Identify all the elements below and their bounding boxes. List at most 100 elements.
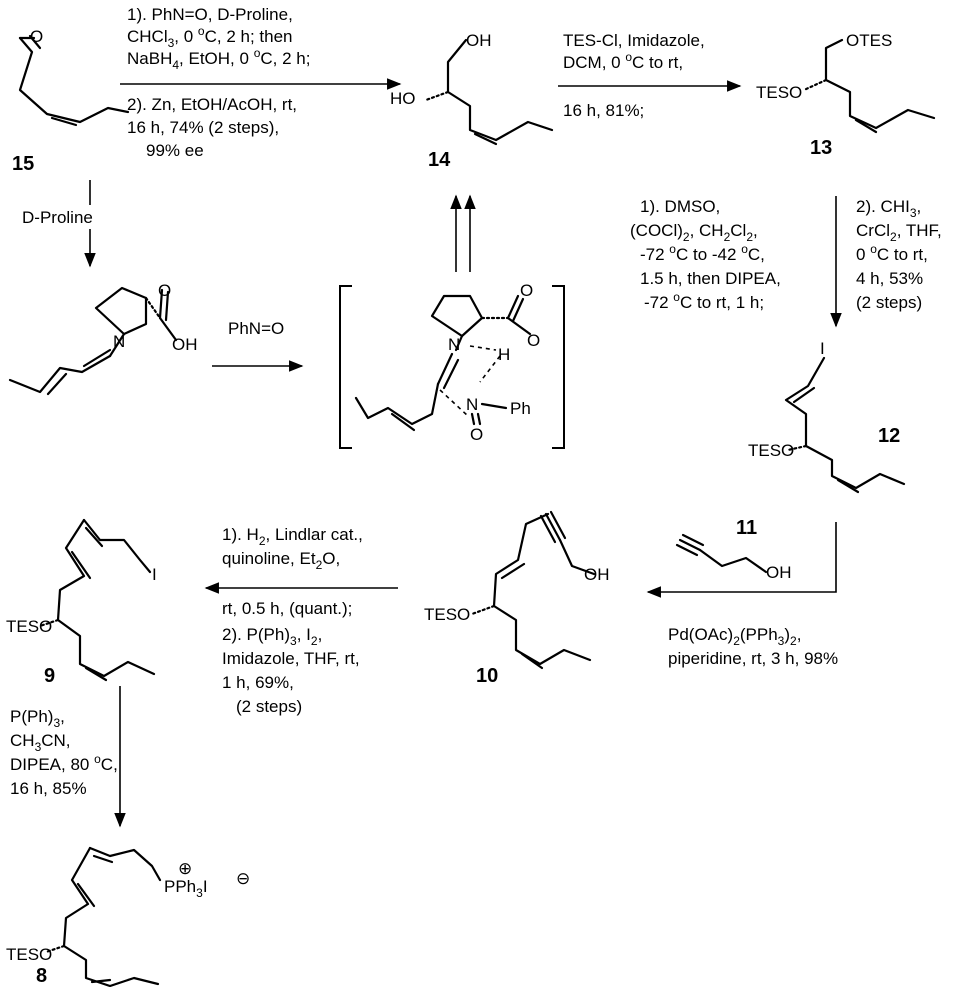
cond-3-l3e: C, (748, 245, 765, 264)
compound-10-structure: OH TESO 10 (424, 510, 610, 687)
cond-2-line-3: 16 h, 81%; (563, 101, 644, 120)
ts-n: N (448, 335, 460, 354)
ts-ph: Ph (510, 399, 531, 418)
cond-3-l2b: 2 (683, 230, 690, 244)
conditions-step-3: 1). DMSO, (COCl)2, CH2Cl2, -72 oC to -42… (630, 197, 781, 312)
cond-6-l4b: 3 (290, 634, 297, 648)
svg-text:NaBH4, EtOH, 0 oC, 2 h;: NaBH4, EtOH, 0 oC, 2 h; (127, 46, 310, 72)
cond-5-l1g: , (797, 625, 802, 644)
cond-6-l2b: 2 (316, 558, 323, 572)
svg-text:quinoline, Et2O,: quinoline, Et2O, (222, 549, 340, 572)
cond-1-l2b: 3 (168, 36, 175, 50)
conditions-step-7: P(Ph)3, CH3CN, DIPEA, 80 oC, 16 h, 85% (10, 707, 118, 798)
compound-12-structure: I TESO 12 (748, 339, 906, 494)
cond-3-l5a: -72 (644, 293, 673, 312)
svg-text:-72 oC to -42 oC,: -72 oC to -42 oC, (640, 242, 765, 264)
cond-6-l1c: , Lindlar cat., (266, 525, 363, 544)
cond-4-l2a: CrCl (856, 221, 890, 240)
aldehyde-oxygen: O (30, 27, 43, 46)
compound-14-structure: OH HO 14 (390, 31, 554, 171)
iodide-label: I (203, 877, 208, 896)
cond-4-l3c: C to rt, (877, 245, 928, 264)
cond-6-line-7: (2 steps) (236, 697, 302, 716)
cond-6-line-5: Imidazole, THF, rt, (222, 649, 360, 668)
cond-7-l1c: , (60, 707, 65, 726)
svg-text:CHCl3, 0 oC, 2 h; then: CHCl3, 0 oC, 2 h; then (127, 24, 293, 50)
cond-7-l1b: 3 (53, 716, 60, 730)
cond-5-l1d: 3 (778, 634, 785, 648)
cond-3-l2f: 2 (746, 230, 753, 244)
cond-7-l1a: P(Ph) (10, 707, 53, 726)
cond-3-l3c: C to -42 (676, 245, 741, 264)
svg-text:(COCl)2, CH2Cl2,: (COCl)2, CH2Cl2, (630, 221, 758, 244)
arrow-12-to-10 (646, 522, 837, 598)
oh-11: OH (766, 563, 792, 582)
cond-5-l1c: (PPh (740, 625, 778, 644)
enamine-n: N (113, 332, 125, 351)
cond-1-l2e: C, 2 h; then (205, 27, 293, 46)
conditions-step-6: 1). H 2 , Lindlar cat., quinoline, Et2O, r… (222, 525, 363, 716)
compound-label-12: 12 (878, 425, 900, 447)
cond-1-l2d: o (198, 24, 205, 38)
cond-4-l3b: o (870, 242, 877, 256)
oh-14: OH (466, 31, 492, 50)
compound-15-structure: O 15 (12, 27, 130, 175)
svg-text:-72 oC to rt, 1 h;: -72 oC to rt, 1 h; (644, 290, 764, 312)
h-bond-1 (469, 345, 497, 351)
iodine-12: I (820, 339, 825, 358)
cond-7-l3a: DIPEA, 80 (10, 755, 94, 774)
cond-6-line-3: rt, 0.5 h, (quant.); (222, 599, 352, 618)
oh-10: OH (584, 565, 610, 584)
ts-o2: O (527, 331, 540, 350)
svg-text:0 oC to rt,: 0 oC to rt, (856, 242, 928, 264)
cond-3-l2e: Cl (730, 221, 746, 240)
cond-3-l2a: (COCl) (630, 221, 683, 240)
conditions-step-2: TES-Cl, Imidazole, DCM, 0 oC to rt, 16 h… (563, 31, 705, 120)
iodide-charge: ⊖ (236, 869, 250, 888)
svg-text:2). CHI3,: 2). CHI3, (856, 197, 921, 220)
cond-1-l3e: C, 2 h; (260, 49, 310, 68)
cond-3-l2g: , (753, 221, 758, 240)
d-proline-label: D-Proline (22, 208, 93, 227)
cond-4-line-5: (2 steps) (856, 293, 922, 312)
cond-1-line-5: 16 h, 74% (2 steps), (127, 118, 279, 137)
cond-6-l2c: O, (322, 549, 340, 568)
cond-4-l1c: , (917, 197, 922, 216)
svg-text:DCM, 0 oC to rt,: DCM, 0 oC to rt, (563, 50, 683, 72)
conditions-step-5: Pd(OAc)2(PPh3)2, piperidine, rt, 3 h, 98… (668, 625, 838, 668)
pph3-subscript: 3 (196, 886, 203, 900)
pph3-label: PPh (164, 877, 196, 896)
cond-3-l2d: 2 (724, 230, 731, 244)
cond-1-l3b: 4 (172, 58, 179, 72)
teso-9: TESO (6, 617, 52, 636)
teso-13: TESO (756, 83, 802, 102)
cond-6-l1a: 1). H (222, 525, 259, 544)
conditions-step-1: 1). PhN=O, D-Proline, CHCl3, 0 oC, 2 h; … (127, 5, 310, 160)
compound-9-structure: I TESO 9 (6, 518, 157, 687)
phno-label: PhN=O (228, 319, 284, 338)
cond-3-line-1: 1). DMSO, (640, 197, 720, 216)
cond-6-l4a: 2). P(Ph) (222, 625, 290, 644)
cond-3-l5c: C to rt, 1 h; (680, 293, 764, 312)
compound-label-14: 14 (428, 149, 451, 171)
cond-2-l2b: o (625, 50, 632, 64)
cond-5-l1b: 2 (733, 634, 740, 648)
cond-3-l3a: -72 (640, 245, 669, 264)
compound-13-structure: OTES TESO 13 (756, 31, 936, 159)
cond-3-l5b: o (673, 290, 680, 304)
cond-2-line-1: TES-Cl, Imidazole, (563, 31, 705, 50)
ts-o1: O (520, 281, 533, 300)
cond-7-l2a: CH (10, 731, 35, 750)
svg-text:2). P(Ph)3, I2,: 2). P(Ph)3, I2, (222, 625, 322, 648)
ts-nitroso-n: N (466, 395, 478, 414)
compound-11-structure: OH 11 (675, 517, 792, 582)
enamine-o: O (158, 281, 171, 300)
cond-5-l1a: Pd(OAc) (668, 625, 733, 644)
ts-h: H (498, 345, 510, 364)
cond-3-l2c: , CH (690, 221, 724, 240)
cond-3-l3d: o (741, 242, 748, 256)
cond-7-l3b: o (94, 752, 101, 766)
transition-state: N O O H N Ph O (339, 281, 565, 449)
